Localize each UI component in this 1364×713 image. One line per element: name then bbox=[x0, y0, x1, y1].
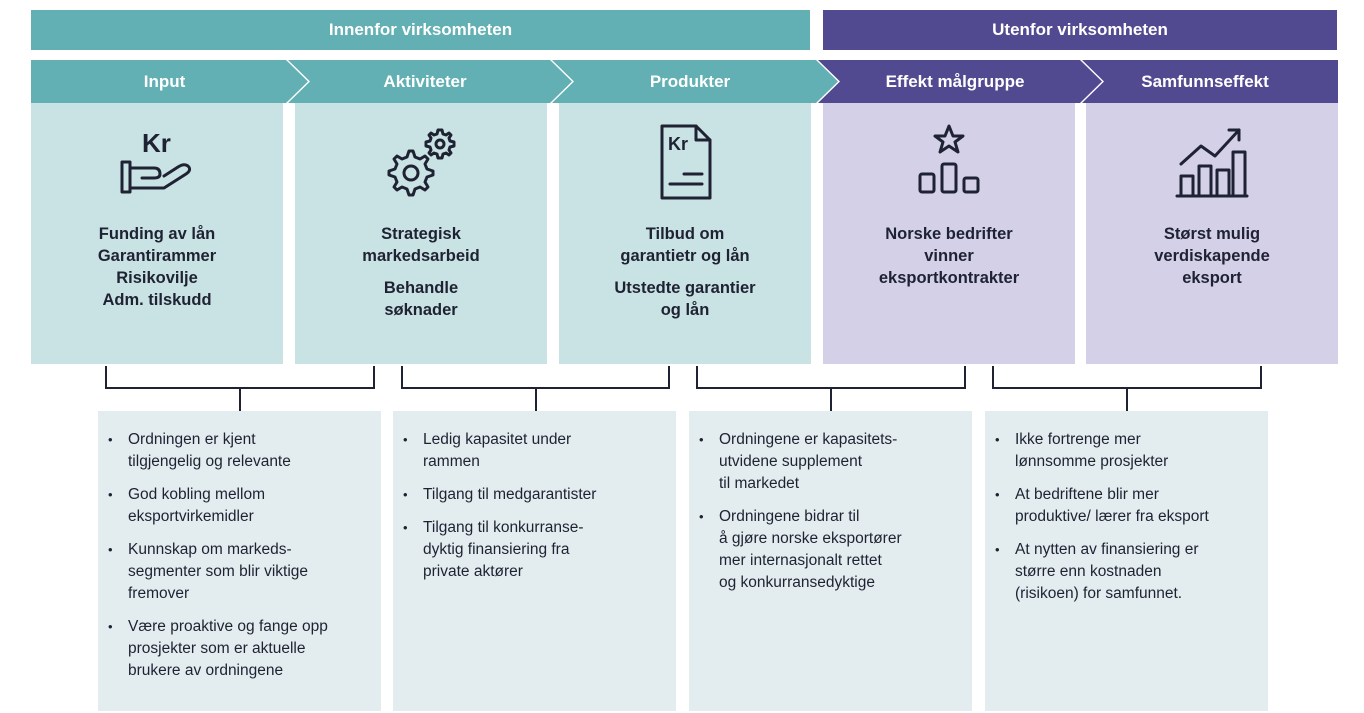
box-effekt-conditions: Ikke fortrenge mer lønnsomme prosjekter … bbox=[985, 411, 1268, 711]
bracket-1 bbox=[105, 366, 375, 411]
column-text: Behandle søknader bbox=[383, 279, 459, 319]
list-item: Ikke fortrenge mer lønnsomme prosjekter bbox=[995, 429, 1256, 473]
gears-icon bbox=[387, 128, 456, 197]
header-aktiviteter: Aktiviteter bbox=[288, 60, 572, 103]
kr-document-icon: Kr bbox=[660, 124, 712, 200]
growth-chart-icon bbox=[1175, 128, 1249, 198]
column-effekt-malgruppe: Norske bedrifter vinner eksportkontrakte… bbox=[823, 103, 1075, 364]
svg-text:Kr: Kr bbox=[142, 128, 171, 158]
list-item: Ordningene bidrar til å gjøre norske eks… bbox=[699, 506, 960, 594]
header-produkter: Produkter bbox=[552, 60, 838, 103]
bullet-list: Ordningene er kapasitets- utvidene suppl… bbox=[689, 411, 972, 594]
bullet-list: Ordningen er kjent tilgjengelig og relev… bbox=[98, 411, 381, 682]
box-input-conditions: Ordningen er kjent tilgjengelig og relev… bbox=[98, 411, 381, 711]
column-text: Størst mulig verdiskapende eksport bbox=[1154, 225, 1270, 287]
column-samfunnseffekt: Størst mulig verdiskapende eksport bbox=[1086, 103, 1338, 364]
bullet-list: Ikke fortrenge mer lønnsomme prosjekter … bbox=[985, 411, 1268, 605]
box-aktiviteter-conditions: Ledig kapasitet under rammen Tilgang til… bbox=[393, 411, 676, 711]
list-item: Være proaktive og fange opp prosjekter s… bbox=[108, 616, 369, 682]
list-item: Tilgang til konkurranse- dyktig finansie… bbox=[403, 517, 664, 583]
column-input: Kr Funding av lån Garantirammer Risikovi… bbox=[31, 103, 283, 364]
column-text: Funding av lån Garantirammer Risikovilje… bbox=[97, 225, 217, 309]
header-samfunnseffekt: Samfunnseffekt bbox=[1082, 60, 1338, 103]
column-text: Norske bedrifter vinner eksportkontrakte… bbox=[878, 225, 1020, 287]
hand-kr-icon: Kr bbox=[120, 128, 192, 194]
podium-star-icon bbox=[918, 124, 980, 194]
column-text: Tilbud om garantietr og lån bbox=[620, 225, 750, 265]
bracket-3 bbox=[696, 366, 966, 411]
list-item: Ledig kapasitet under rammen bbox=[403, 429, 664, 473]
column-produkter: Kr Tilbud om garantietr og lån Utstedte … bbox=[559, 103, 811, 364]
header-input: Input bbox=[31, 60, 308, 103]
band-outside-organization: Utenfor virksomheten bbox=[823, 10, 1337, 50]
list-item: God kobling mellom eksportvirkemidler bbox=[108, 484, 369, 528]
list-item: Ordningene er kapasitets- utvidene suppl… bbox=[699, 429, 960, 495]
list-item: Ordningen er kjent tilgjengelig og relev… bbox=[108, 429, 369, 473]
list-item: Tilgang til medgarantister bbox=[403, 484, 664, 506]
list-item: At bedriftene blir mer produktive/ lærer… bbox=[995, 484, 1256, 528]
svg-text:Kr: Kr bbox=[668, 134, 688, 154]
bracket-2 bbox=[401, 366, 670, 411]
list-item: Kunnskap om markeds- segmenter som blir … bbox=[108, 539, 369, 605]
column-aktiviteter: Strategisk markedsarbeid Behandle søknad… bbox=[295, 103, 547, 364]
bracket-4 bbox=[992, 366, 1262, 411]
list-item: At nytten av finansiering er større enn … bbox=[995, 539, 1256, 605]
box-produkter-conditions: Ordningene er kapasitets- utvidene suppl… bbox=[689, 411, 972, 711]
bullet-list: Ledig kapasitet under rammen Tilgang til… bbox=[393, 411, 676, 583]
header-effekt-malgruppe: Effekt målgruppe bbox=[818, 60, 1102, 103]
column-text: Strategisk markedsarbeid bbox=[362, 225, 480, 265]
band-inside-organization: Innenfor virksomheten bbox=[31, 10, 810, 50]
column-text: Utstedte garantier og lån bbox=[614, 279, 756, 319]
